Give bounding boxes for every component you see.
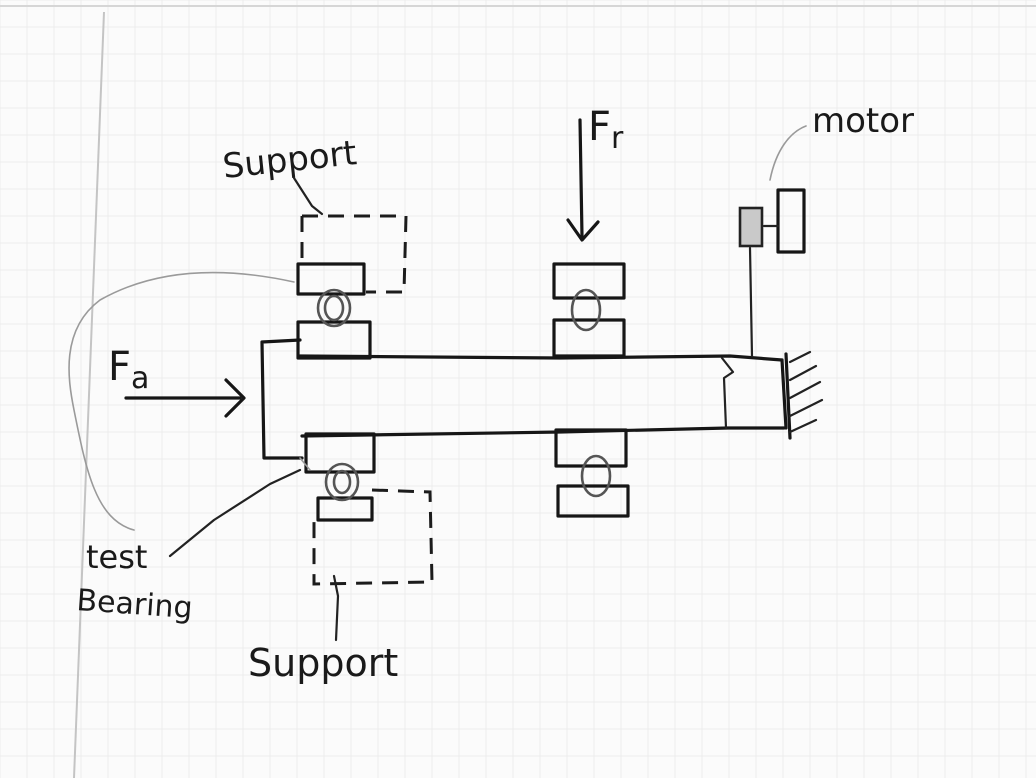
paper-margin-line	[73, 11, 105, 778]
radial-force-label: Fr	[588, 104, 624, 156]
test-bearing-leader	[168, 468, 302, 558]
support-top-leader	[292, 176, 324, 216]
test-bearing-label-line2: Bearing	[75, 583, 193, 626]
motor-icon	[738, 188, 806, 358]
support-bottom-label: Support	[248, 641, 398, 685]
test-bearing-label-line1: test	[86, 538, 147, 576]
support-housing-bottom	[312, 488, 434, 586]
test-bearing-lower	[304, 432, 376, 522]
support-top-label: Support	[221, 133, 359, 187]
motor-leader-line	[769, 125, 807, 181]
axial-force-label: Fa	[108, 344, 149, 396]
radial-force-arrow	[566, 118, 600, 242]
support-bottom-leader	[332, 574, 340, 642]
shaft	[260, 338, 788, 460]
test-bearing-upper	[296, 262, 372, 360]
test-bearing-grouping-curve	[68, 271, 295, 531]
load-bearing-upper	[552, 262, 626, 358]
fixed-wall-support	[784, 350, 824, 440]
motor-label: motor	[812, 101, 914, 141]
support-housing-top	[300, 214, 408, 294]
lower-bearing-pointer	[299, 457, 311, 471]
load-bearing-lower	[554, 428, 630, 518]
axial-force-arrow	[124, 378, 246, 418]
